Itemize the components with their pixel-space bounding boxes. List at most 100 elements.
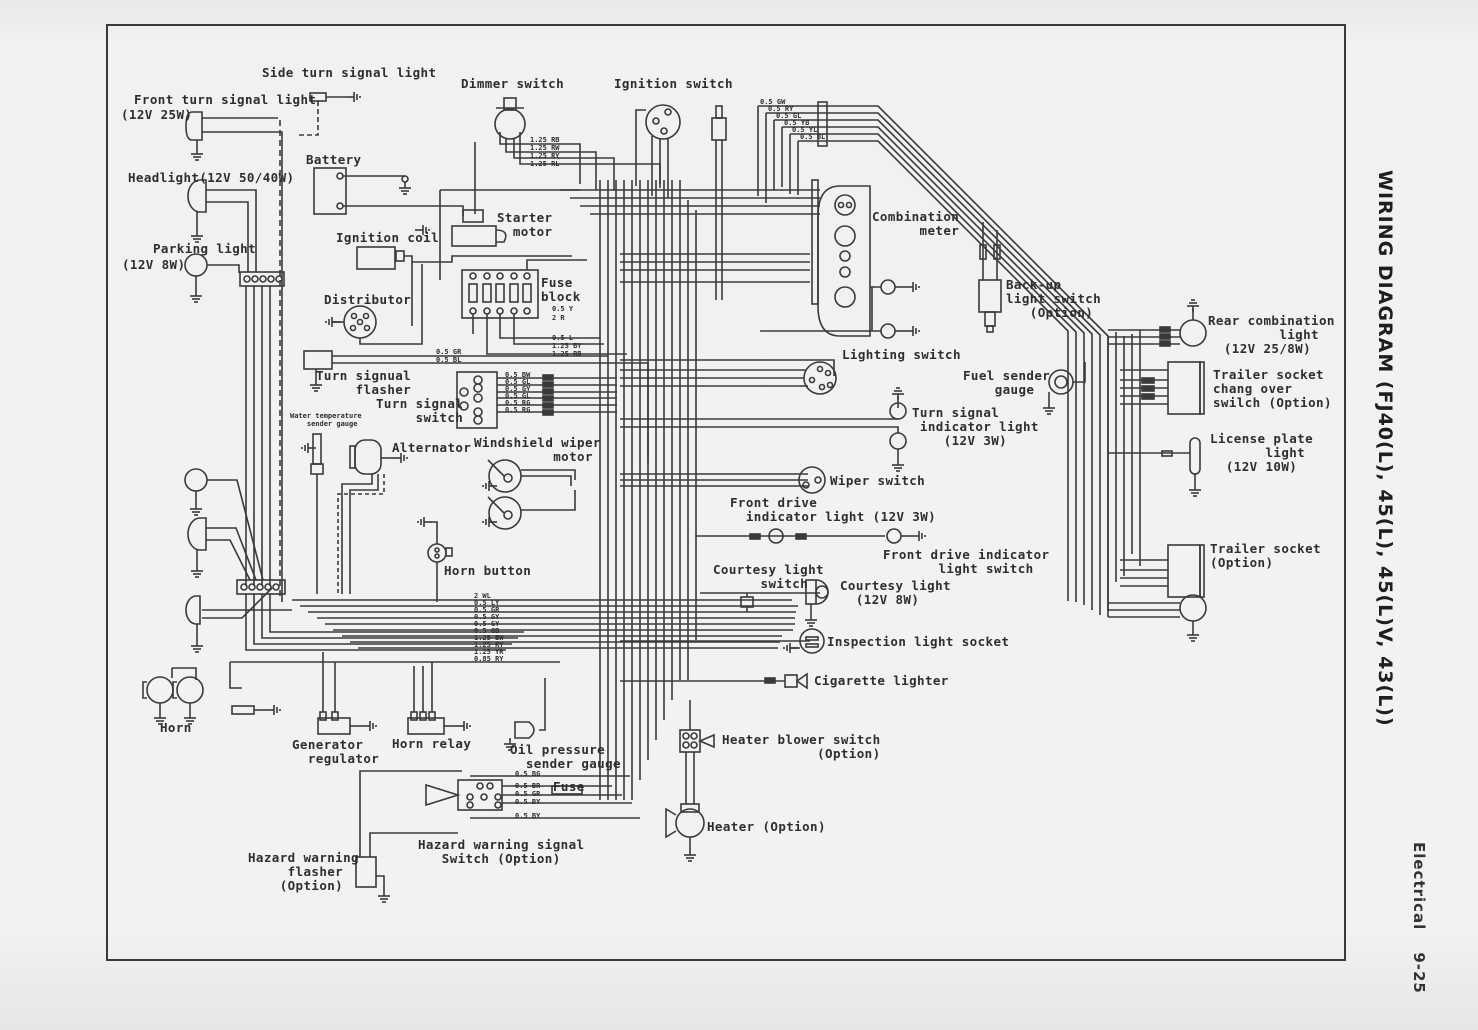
label-horn-button: Horn button (444, 563, 532, 578)
wire-code-turn-3: 0.5 GL (505, 392, 531, 400)
wire-code-flasher-0: 0.5 GR (436, 348, 462, 356)
label-trailer-socket: Trailer socket (Option) (1210, 541, 1321, 570)
label-heater: Heater (Option) (707, 819, 826, 834)
label-heater-blower-switch: Heater blower switch (Option) (722, 732, 881, 761)
label-combination-meter: Combination meter (872, 209, 960, 238)
label-front-drive-indicator-switch: Front drive indicator light switch (883, 547, 1050, 576)
wire-code-dimmer-1: 1.25 RW (530, 144, 560, 152)
horn-relay-symbol (407, 662, 471, 735)
horn-button-symbol (417, 516, 453, 602)
wire-code-dimmer-0: 1.25 RB (530, 136, 560, 144)
cigarette-lighter-symbol (620, 672, 808, 690)
lighting-switch-symbol (620, 359, 837, 395)
label-oil-pressure-sender: Oil pressure sender gauge (510, 742, 621, 771)
back-up-light-switch-symbol (978, 222, 1002, 333)
wire-code-flasher-1: 0.5 BL (436, 356, 462, 364)
combination-meter-symbol (620, 179, 920, 339)
wire-code-bundle-7: 1.25 RY (474, 641, 504, 649)
label-hazard-warning-flasher: Hazard warning flasher (Option) (248, 850, 359, 893)
junction-connector-bottom (236, 579, 286, 595)
horn-symbol (142, 667, 204, 725)
page-number: 9-25 (1410, 952, 1428, 994)
label-parking-light-rating: (12V 8W) (122, 257, 186, 272)
label-fuel-sender-gauge: Fuel sender gauge (963, 368, 1051, 397)
parking-light-symbol (184, 253, 240, 303)
alternator-symbol (337, 439, 408, 594)
wire-code-hazard-0: 0.5 BG (515, 770, 541, 778)
windshield-wiper-motor-symbol (482, 459, 576, 530)
label-dimmer-switch: Dimmer switch (461, 76, 565, 91)
oil-pressure-sender-symbol (503, 678, 546, 751)
label-front-drive-indicator-light: Front drive indicator light (12V 3W) (730, 495, 937, 524)
label-water-temperature-sender: Water temperature sender gauge (290, 412, 362, 428)
label-courtesy-light-switch: Courtesy light switch (713, 562, 824, 591)
label-battery: Battery (306, 152, 362, 167)
wire-code-harness-5: 0.5 BL (800, 133, 826, 141)
wire-code-dimmer-2: 1.25 RY (530, 152, 560, 160)
label-fuse: Fuse (553, 779, 585, 794)
wire-code-hazard-3: 0.5 BY (515, 798, 541, 806)
label-rear-combination-light: Rear combination light (12V 25/8W) (1208, 313, 1335, 356)
wire-code-fuse-1: 2 R (552, 314, 565, 322)
wire-code-hazard-4: 0.5 BY (515, 812, 541, 820)
label-inspection-light-socket: Inspection light socket (827, 634, 1010, 649)
front-turn-signal-light-symbol (185, 111, 283, 602)
label-starter-motor: Starter motor (497, 210, 553, 239)
distributor-symbol (325, 264, 423, 345)
label-license-plate-light: License plate light (12V 10W) (1210, 431, 1314, 474)
label-ignition-switch: Ignition switch (614, 76, 733, 91)
wire-code-dimmer-3: 1.25 RL (530, 160, 560, 168)
heater-symbol (665, 700, 715, 862)
wire-code-turn-2: 0.5 GY (505, 385, 531, 393)
label-turn-signal-flasher: Turn signual flasher (316, 368, 412, 397)
label-front-turn-signal-light: Front turn signal light (134, 92, 317, 107)
rear-vertical-bundle (1107, 330, 1141, 617)
wire-code-bundle-0: 2 WL (474, 592, 491, 600)
wire-code-harness-1: 0.5 RY (768, 105, 794, 113)
wire-code-hazard-2: 0.5 GR (515, 790, 541, 798)
inspection-socket-symbol (620, 628, 825, 654)
label-fuse-block: Fuse block (541, 275, 581, 304)
courtesy-light-symbol (700, 579, 829, 627)
wire-code-bundle-8: 1.25 YR (474, 648, 504, 656)
ignition-switch-symbol (635, 104, 681, 198)
wire-code-turn-0: 0.5 BW (505, 371, 531, 379)
label-side-turn-signal-light: Side turn signal light (262, 65, 437, 80)
wire-code-fuse-4: 1.25 RB (552, 350, 582, 358)
label-horn: Horn (160, 720, 192, 735)
wire-code-harness-0: 0.5 GW (760, 98, 786, 106)
wire-code-bundle-6: 1.25 BW (474, 634, 504, 642)
starter-motor-symbol (439, 189, 580, 280)
wire-code-fuse-3: 1.25 BY (552, 342, 582, 350)
label-courtesy-light: Courtesy light (12V 8W) (840, 578, 951, 607)
page-footer: Electrical 9-25 (1410, 842, 1428, 1016)
main-harness-bundle (229, 594, 798, 716)
wire-code-bundle-5: 0.5 GB (474, 627, 500, 635)
label-ignition-coil: Ignition coil (336, 230, 440, 245)
left-side-lights-symbol (184, 468, 292, 653)
section-name: Electrical (1410, 842, 1428, 931)
wire-code-hazard-1: 0.5 BR (515, 782, 541, 790)
license-plate-light-symbol (1108, 437, 1202, 497)
label-front-turn-signal-rating: (12V 25W) (121, 107, 193, 122)
label-trailer-socket-changeover: Trailer socket chang over swilch (Option… (1213, 367, 1332, 410)
wire-code-bundle-2: 0.5 GR (474, 606, 500, 614)
label-turn-signal-switch: Turn signal switch (376, 396, 464, 425)
rear-combination-light-2-symbol (1108, 594, 1207, 642)
accessory-connector (711, 105, 727, 300)
water-temp-sender-symbol (301, 433, 324, 594)
label-alternator: Alternator (392, 440, 472, 455)
rear-combination-light-symbol (1108, 299, 1207, 347)
label-headlight: Headlight(12V 50/40W) (128, 170, 295, 185)
wire-code-harness-3: 0.5 YB (784, 119, 810, 127)
wire-code-harness-2: 0.5 GL (776, 112, 802, 120)
turn-signal-switch-symbol (456, 371, 617, 429)
label-windshield-wiper-motor: Windshield wiper motor (474, 435, 601, 464)
label-horn-relay: Horn relay (392, 736, 472, 751)
wire-code-turn-5: 0.5 RG (505, 406, 531, 414)
dimmer-switch-symbol (474, 97, 661, 214)
hazard-switch-symbol (425, 775, 640, 819)
wire-code-bundle-4: 0.5 GY (474, 620, 500, 628)
